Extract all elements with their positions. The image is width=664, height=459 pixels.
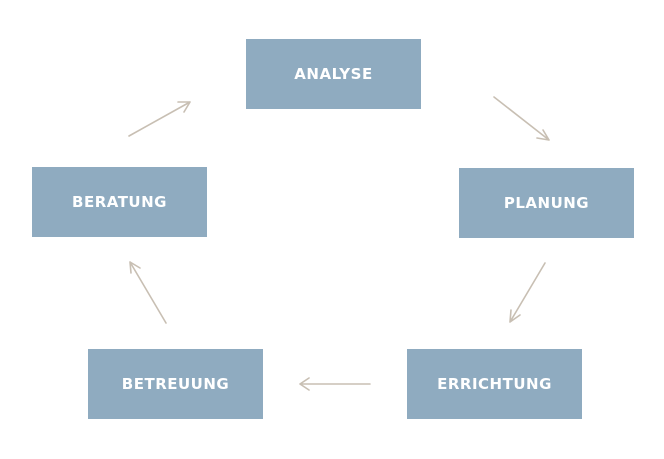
node-label-errichtung: ERRICHTUNG bbox=[437, 375, 552, 393]
node-errichtung: ERRICHTUNG bbox=[407, 349, 582, 419]
node-betreuung: BETREUUNG bbox=[88, 349, 263, 419]
arrow-analyse-to-planung bbox=[493, 96, 550, 141]
node-label-planung: PLANUNG bbox=[503, 194, 590, 212]
arrow-planung-to-errichtung bbox=[509, 262, 546, 323]
node-label-betreuung: BETREUUNG bbox=[121, 375, 230, 393]
arrow-errichtung-to-betreuung bbox=[299, 377, 371, 391]
arrow-beratung-to-analyse bbox=[128, 101, 191, 137]
arrow-betreuung-to-beratung bbox=[129, 261, 167, 324]
node-label-beratung: BERATUNG bbox=[72, 193, 167, 211]
node-planung: PLANUNG bbox=[459, 168, 634, 238]
node-analyse: ANALYSE bbox=[246, 39, 421, 109]
node-beratung: BERATUNG bbox=[32, 167, 207, 237]
node-label-analyse: ANALYSE bbox=[294, 65, 373, 83]
